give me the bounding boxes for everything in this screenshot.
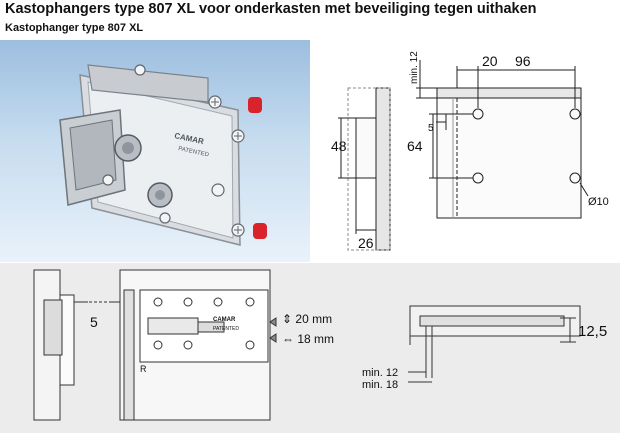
dim-20: 20 [482, 53, 498, 69]
dim-96: 96 [515, 53, 531, 69]
red-cap-top [248, 97, 262, 113]
dim-min12-top: min. 12 [409, 51, 420, 84]
dim-5-top: 5 [428, 123, 434, 134]
dim-64: 64 [407, 138, 423, 154]
top-wall-band [436, 87, 582, 99]
dim-48: 48 [331, 138, 347, 154]
page-title: Kastophangers type 807 XL voor onderkast… [5, 1, 537, 17]
dim-d10: Ø10 [588, 196, 609, 208]
cabinet-hanger-illustration: CAMAR PATENTED [59, 64, 267, 246]
wall-section-left [375, 87, 391, 251]
product-photo: CAMAR PATENTED [0, 40, 310, 262]
page-subtitle: Kastophanger type 807 XL [5, 22, 144, 34]
bottom-drawing-band [0, 263, 620, 433]
red-cap-bottom [253, 223, 267, 239]
dim-26: 26 [358, 235, 374, 251]
